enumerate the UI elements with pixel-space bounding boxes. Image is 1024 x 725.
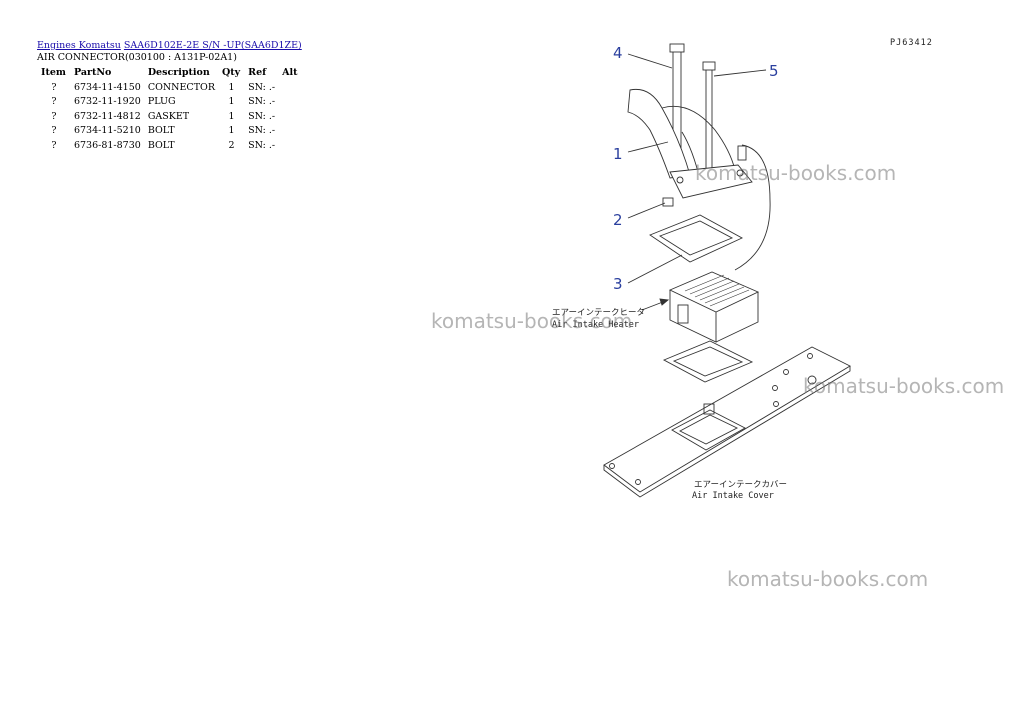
watermark-2: komatsu-books.com	[431, 309, 633, 333]
cell-qty: 1	[228, 81, 235, 93]
cell-item: ?	[51, 125, 57, 137]
cell-ref: SN: .-	[248, 125, 276, 137]
callout-4: 4	[613, 44, 623, 62]
cell-partno: 6734-11-5210	[73, 125, 141, 137]
col-partno: PartNo	[73, 67, 112, 78]
breadcrumb-link-engines[interactable]: Engines Komatsu	[37, 40, 121, 51]
callout-3: 3	[613, 275, 623, 293]
table-header-row: Item PartNo Description Qty Ref Alt	[37, 65, 301, 80]
callout-5: 5	[769, 62, 779, 80]
col-qty: Qty	[221, 67, 241, 78]
watermark-4: komatsu-books.com	[727, 567, 929, 591]
cell-description: GASKET	[147, 110, 190, 122]
cell-alt	[278, 138, 301, 153]
cell-alt	[278, 80, 301, 95]
cover-label-jp: エアーインテークカバー	[694, 480, 787, 490]
cell-ref: SN: .-	[248, 110, 276, 122]
table-row: ? 6734-11-4150 CONNECTOR 1 SN: .-	[37, 80, 301, 95]
cell-ref: SN: .-	[248, 81, 276, 93]
heater-label-en: Air Intake Heater	[552, 320, 639, 330]
cell-item: ?	[51, 110, 57, 122]
diagram-code: PJ63412	[890, 38, 933, 48]
cell-description: BOLT	[147, 125, 175, 137]
cell-ref: SN: .-	[248, 96, 276, 108]
callout-1: 1	[613, 145, 623, 163]
cell-qty: 1	[228, 96, 235, 108]
callout-2: 2	[613, 211, 623, 229]
col-item: Item	[41, 67, 66, 78]
cell-description: PLUG	[147, 96, 176, 108]
cell-item: ?	[51, 96, 57, 108]
col-description: Description	[147, 67, 210, 78]
cell-partno: 6732-11-1920	[73, 96, 141, 108]
parts-table: Item PartNo Description Qty Ref Alt ? 67…	[37, 65, 301, 153]
breadcrumb: Engines Komatsu SAA6D102E-2E S/N -UP(SAA…	[37, 40, 302, 52]
cell-alt	[278, 124, 301, 139]
heater-label-jp: エアーインテークヒータ	[552, 308, 645, 318]
cell-partno: 6734-11-4150	[73, 81, 141, 93]
table-row: ? 6732-11-4812 GASKET 1 SN: .-	[37, 109, 301, 124]
cell-item: ?	[51, 81, 57, 93]
breadcrumb-link-model[interactable]: SAA6D102E-2E S/N -UP(SAA6D1ZE)	[123, 40, 302, 51]
col-alt: Alt	[282, 67, 298, 78]
col-ref: Ref	[248, 67, 267, 78]
cell-ref: SN: .-	[248, 139, 276, 151]
page-subtitle: AIR CONNECTOR(030100 : A131P-02A1)	[37, 52, 237, 63]
parts-diagram: 4 5 1 2 3 PJ63412 エアーインテークヒータ Air Intake…	[552, 38, 933, 501]
table-row: ? 6734-11-5210 BOLT 1 SN: .-	[37, 124, 301, 139]
cell-qty: 1	[228, 125, 235, 137]
cell-qty: 2	[228, 139, 235, 151]
cell-alt	[278, 109, 301, 124]
cell-description: BOLT	[147, 139, 175, 151]
cell-partno: 6732-11-4812	[73, 110, 141, 122]
watermark-3: komatsu-books.com	[803, 374, 1005, 398]
cover-label-en: Air Intake Cover	[692, 491, 774, 501]
cell-partno: 6736-81-8730	[73, 139, 141, 151]
cell-alt	[278, 95, 301, 110]
cell-qty: 1	[228, 110, 235, 122]
cell-description: CONNECTOR	[147, 81, 215, 93]
table-row: ? 6732-11-1920 PLUG 1 SN: .-	[37, 95, 301, 110]
table-row: ? 6736-81-8730 BOLT 2 SN: .-	[37, 138, 301, 153]
watermark-1: komatsu-books.com	[695, 161, 897, 185]
cell-item: ?	[51, 139, 57, 151]
